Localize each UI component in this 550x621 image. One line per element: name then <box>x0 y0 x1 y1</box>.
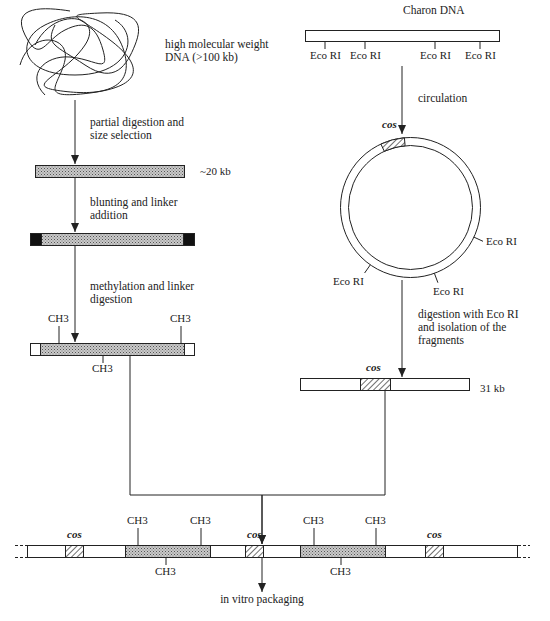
methylated-fragment-bar-shape <box>30 343 195 356</box>
dna-fragment-bar-shape <box>35 165 185 178</box>
ecori-tick <box>434 273 438 282</box>
ecori-tick <box>365 265 371 273</box>
cos-site <box>381 138 405 152</box>
fragment-rect <box>31 234 195 246</box>
dna-strand <box>27 17 128 93</box>
cos-site <box>426 546 444 558</box>
node-label: ~20 kb <box>200 165 231 178</box>
node-label: cos <box>382 118 397 131</box>
ecori-tick <box>325 42 326 49</box>
node-label: in vitro packaging <box>207 593 317 606</box>
node-label: CH3 <box>170 312 191 325</box>
methyl-tick <box>138 528 139 545</box>
node-label: CH3 <box>92 362 113 375</box>
genomic-dna-tangle-shape <box>15 5 145 100</box>
node-label: Eco RI <box>465 49 496 62</box>
continuation-dash <box>15 557 27 558</box>
step-arrow <box>262 558 263 592</box>
insert-rect <box>301 546 386 558</box>
cos-site <box>361 379 391 391</box>
methyl-tick <box>181 326 182 343</box>
charon-vector-bar: Charon DNAEco RIEco RIEco RIEco RI <box>305 30 500 42</box>
vector-arm-fragment-shape <box>300 378 470 391</box>
node-label: high molecular weight DNA (>100 kb) <box>165 38 277 64</box>
linker-end <box>31 234 42 246</box>
node-label: cos <box>67 528 82 541</box>
continuation-dash <box>518 557 530 558</box>
node-label: CH3 <box>127 514 148 527</box>
step-arrow <box>75 100 76 164</box>
linker-fragment-bar <box>30 233 195 246</box>
node-label: CH3 <box>155 565 176 578</box>
continuation-dash <box>518 545 530 546</box>
step-arrow <box>262 391 385 544</box>
cos-site <box>246 546 264 558</box>
methyl-tick <box>201 528 202 545</box>
concatemer-rect <box>28 546 518 558</box>
concatemer-bar-shape <box>15 545 530 558</box>
step-label: methylation and linker digestion <box>90 280 200 306</box>
node-label: CH3 <box>330 565 351 578</box>
dna-fragment-bar: ~20 kb <box>35 165 185 178</box>
node-label: CH3 <box>190 514 211 527</box>
ecori-tick <box>365 42 366 49</box>
node-label: Eco RI <box>486 235 517 248</box>
insert-rect <box>126 546 211 558</box>
linker-fragment-bar-shape <box>30 233 195 246</box>
node-label: cos <box>247 528 262 541</box>
node-label: Eco RI <box>350 49 381 62</box>
methyl-tick <box>166 558 167 565</box>
fragment-rect <box>36 166 185 178</box>
vector-rect <box>306 31 500 42</box>
cos-site <box>66 546 84 558</box>
node-label: Charon DNA <box>403 4 465 17</box>
vector-rect <box>301 379 470 391</box>
node-label: CH3 <box>303 514 324 527</box>
methylated-fragment-bar: CH3CH3CH3 <box>30 343 195 356</box>
node-label: Eco RI <box>310 49 341 62</box>
step-arrow <box>75 246 76 342</box>
node-label: Eco RI <box>333 275 364 288</box>
node-label: cos <box>366 361 381 374</box>
step-arrow <box>402 66 403 134</box>
methyl-tick <box>376 528 377 545</box>
continuation-dash <box>15 545 27 546</box>
methyl-tick <box>59 326 60 343</box>
charon-vector-bar-shape <box>305 30 500 42</box>
vector-arm-fragment: cos31 kb <box>300 378 470 391</box>
step-arrow <box>130 356 262 544</box>
step-label: blunting and linker addition <box>90 196 200 222</box>
fragment-outline <box>31 344 195 356</box>
ecori-tick <box>480 42 481 49</box>
dna-strand <box>21 9 104 95</box>
ecori-tick <box>435 42 436 49</box>
circular-vector-shape <box>338 135 483 280</box>
methyl-tick <box>341 558 342 565</box>
node-label: Eco RI <box>420 49 451 62</box>
node-label: cos <box>427 528 442 541</box>
node-label: CH3 <box>365 514 386 527</box>
step-arrow <box>75 178 76 232</box>
step-label: digestion with Eco RI and isolation of t… <box>418 308 533 347</box>
step-label: partial digestion and size selection <box>90 116 190 142</box>
methyl-tick <box>103 356 104 363</box>
concatemer-bar: cosCH3CH3CH3cosCH3CH3CH3cos <box>15 545 530 558</box>
circular-vector: cosEco RIEco RIEco RI <box>338 135 483 280</box>
vector-circle-inner <box>349 146 473 270</box>
fragment-rect <box>41 344 185 356</box>
methyl-tick <box>314 528 315 545</box>
linker-end <box>184 234 195 246</box>
node-label: Eco RI <box>433 285 464 298</box>
packaging-step: in vitro packaging <box>207 593 317 608</box>
ecori-tick <box>474 237 483 241</box>
node-label: CH3 <box>48 312 69 325</box>
genomic-dna-tangle: high molecular weight DNA (>100 kb) <box>15 5 145 100</box>
step-label: circulation <box>418 92 518 105</box>
node-label: 31 kb <box>480 382 505 395</box>
vector-circle-outer <box>341 138 481 278</box>
step-arrow <box>402 280 403 377</box>
